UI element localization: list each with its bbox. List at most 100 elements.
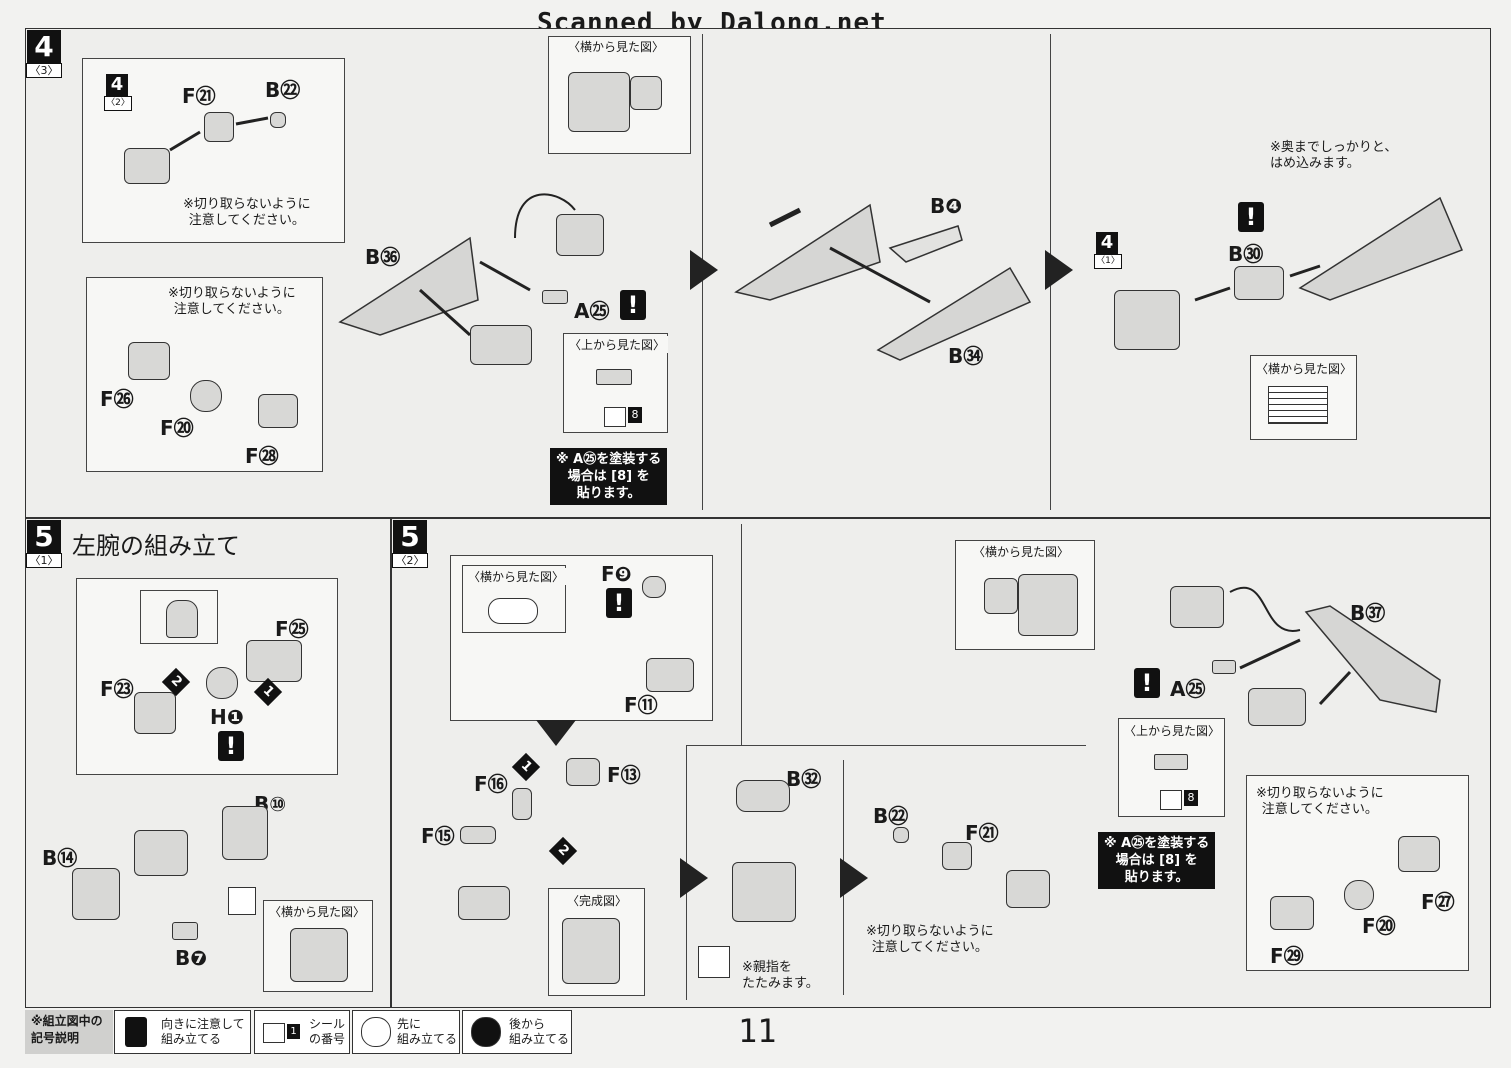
part-shape (72, 868, 120, 920)
part-shape (568, 72, 630, 132)
part-shape (290, 928, 348, 982)
part-shape (190, 380, 222, 412)
label-F23: F㉓ (100, 677, 134, 701)
front-assemble-icon (698, 946, 730, 978)
part-shape (246, 640, 302, 682)
label-B36: B㊱ (365, 245, 401, 269)
step-sub: 〈2〉 (392, 553, 428, 568)
page-number: 11 (738, 1012, 777, 1050)
legend-title-box: ※組立図中の 記号説明 (25, 1010, 113, 1054)
part-shape (736, 780, 790, 812)
part-shape (134, 692, 176, 734)
step-number: 4 (27, 30, 61, 64)
part-shape (630, 76, 662, 110)
press-note: ※奥までしっかりと、 はめ込みます。 (1270, 140, 1398, 171)
label-F21: F㉑ (965, 821, 999, 845)
complete-view-caption: 〈完成図〉 (564, 892, 631, 909)
top-view-caption: 〈上から見た図〉 (566, 336, 669, 353)
part-shape (642, 576, 666, 598)
part-shape (258, 394, 298, 428)
legend-text: 向きに注意して 組み立てる (161, 1017, 245, 1046)
ref-step-number: 4 (106, 74, 128, 96)
label-B7: B❼ (175, 946, 208, 970)
step-sub: 〈3〉 (26, 63, 62, 78)
part-shape (1234, 266, 1284, 300)
part-shape (1170, 586, 1224, 628)
label-F20: F⑳ (160, 416, 194, 440)
part-shape (204, 112, 234, 142)
part-shape (1344, 880, 1374, 910)
part-shape (1248, 688, 1306, 726)
part-shape (646, 658, 694, 692)
caution-icon (125, 1017, 147, 1047)
part-shape (1018, 574, 1078, 636)
label-F21: F㉑ (182, 84, 216, 108)
part-shape (1114, 290, 1180, 350)
front-assemble-icon (361, 1017, 391, 1047)
divider (741, 524, 742, 746)
part-shape (206, 667, 238, 699)
top-view-caption: 〈上から見た図〉 (1121, 722, 1224, 739)
front-assemble-icon (228, 887, 256, 915)
divider (686, 745, 1086, 746)
label-B4: B❹ (930, 194, 963, 218)
caution-icon: ! (606, 588, 632, 618)
seal-number: 8 (628, 407, 642, 423)
paint-note: ※ A㉕を塗装する 場合は [8] を 貼ります。 (1098, 832, 1216, 889)
label-F16: F⑯ (474, 772, 508, 796)
seal-number: 1 (287, 1024, 300, 1039)
label-B22: B㉒ (265, 78, 301, 102)
part-shape (470, 325, 532, 365)
part-shape (566, 758, 600, 786)
label-B22: B㉒ (873, 804, 909, 828)
label-B37: B㊲ (1350, 601, 1386, 625)
side-view-caption: 〈横から見た図〉 (1253, 360, 1356, 377)
part-shape (222, 806, 268, 860)
part-shape (1006, 870, 1050, 908)
label-F13: F⑬ (607, 763, 641, 787)
label-B14: B⑭ (42, 846, 78, 870)
part-shape (512, 788, 532, 820)
label-F25: F㉕ (275, 617, 309, 641)
caution-icon: ! (620, 290, 646, 320)
flow-arrow (840, 858, 868, 898)
part-shape (562, 918, 620, 984)
seal-icon (604, 407, 626, 427)
legend-item-seal: 1 シール の番号 (254, 1010, 350, 1054)
inset-box (86, 277, 323, 472)
ref-step-sub: 〈1〉 (1094, 254, 1122, 269)
flow-arrow (1045, 250, 1073, 290)
flow-arrow (690, 250, 718, 290)
thumb-note: ※親指を たたみます。 (742, 960, 819, 991)
legend-text: 後から 組み立てる (509, 1017, 570, 1046)
label-B34: B㉞ (948, 344, 984, 368)
part-shape (124, 148, 170, 184)
label-F29: F㉙ (1270, 944, 1304, 968)
paint-note: ※ A㉕を塗装する 場合は [8] を 貼ります。 (550, 448, 668, 505)
caution-icon: ! (1238, 202, 1264, 232)
no-cut-note: ※切り取らないように 注意してください。 (1256, 786, 1384, 817)
label-F28: F㉘ (245, 444, 279, 468)
back-assemble-icon (471, 1017, 501, 1047)
legend-text: 先に 組み立てる (397, 1017, 458, 1046)
label-B30: B㉚ (1228, 242, 1264, 266)
side-view-caption: 〈横から見た図〉 (465, 568, 568, 585)
ref-step-sub: 〈2〉 (104, 96, 132, 111)
flow-arrow (536, 720, 576, 746)
label-H1: H❶ (210, 705, 244, 729)
ref-step-number: 4 (1096, 232, 1118, 254)
seal-number: 8 (1184, 790, 1198, 806)
caution-icon: ! (218, 731, 244, 761)
label-A25: A㉕ (574, 299, 610, 323)
part-shape (488, 598, 538, 624)
flow-arrow (680, 858, 708, 898)
part-shape (270, 112, 286, 128)
legend-title: ※組立図中の 記号説明 (31, 1014, 103, 1045)
label-F26: F㉖ (100, 387, 134, 411)
step-sub: 〈1〉 (26, 553, 62, 568)
part-shape (1268, 386, 1328, 424)
no-cut-note: ※切り取らないように 注意してください。 (183, 197, 311, 228)
